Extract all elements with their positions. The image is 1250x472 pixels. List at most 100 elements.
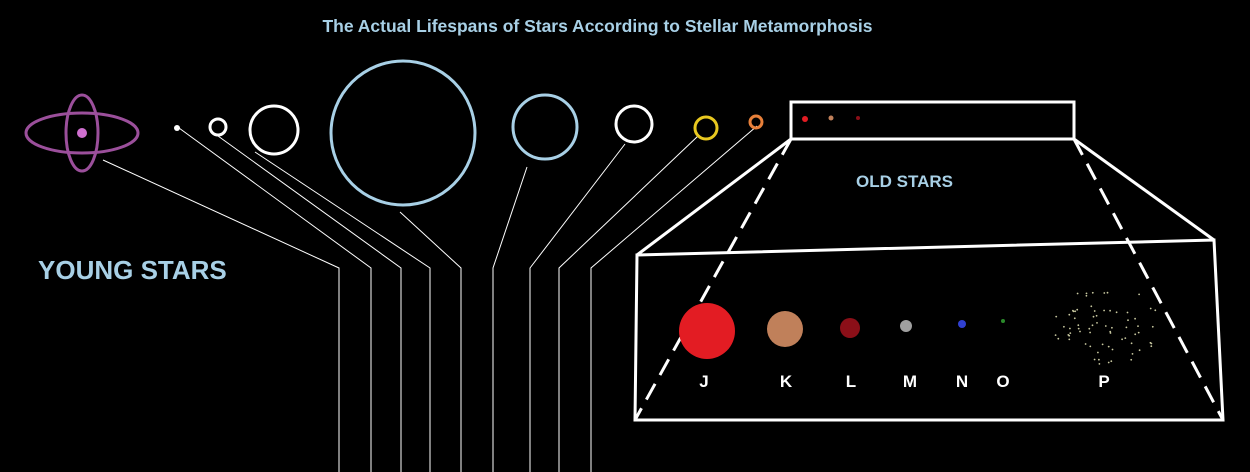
dust-particle — [1131, 342, 1133, 344]
connector-line — [559, 136, 698, 472]
dust-particle — [1093, 316, 1095, 318]
dust-particle — [1103, 310, 1105, 312]
connector-line — [530, 144, 625, 472]
class-label-N: N — [947, 372, 977, 392]
connector-line — [255, 152, 430, 472]
dust-particle — [1096, 315, 1098, 317]
dust-particle — [1063, 326, 1065, 328]
dust-particle — [1076, 309, 1078, 311]
dust-particle — [1127, 319, 1129, 321]
zoom-edge-left-top — [637, 139, 791, 255]
dust-particle — [1089, 346, 1091, 348]
mini-star-red — [802, 116, 808, 122]
dust-particle — [1085, 343, 1087, 345]
young-stars-label: YOUNG STARS — [38, 255, 227, 286]
class-label-J: J — [689, 372, 719, 392]
dust-particle — [1090, 305, 1092, 307]
dust-particle — [1132, 353, 1134, 355]
diagram-title: The Actual Lifespans of Stars According … — [0, 16, 1195, 37]
zoom-box-top-face — [791, 102, 1074, 139]
dust-particle — [1105, 325, 1107, 327]
star-class-M — [900, 320, 912, 332]
connector-line — [218, 136, 401, 472]
dust-particle — [1055, 334, 1057, 336]
dust-particle — [1077, 324, 1079, 326]
dust-particle — [1094, 359, 1096, 361]
dust-particle — [1150, 308, 1152, 310]
star-blue-medium — [513, 95, 577, 159]
dust-particle — [1154, 309, 1156, 311]
dust-particle — [1111, 327, 1113, 329]
old-stars-miniature — [802, 116, 860, 123]
star-class-L — [840, 318, 860, 338]
class-label-L: L — [836, 372, 866, 392]
class-label-M: M — [895, 372, 925, 392]
dust-particle — [1097, 352, 1099, 354]
dust-particle — [1127, 312, 1129, 314]
dust-particle — [1108, 362, 1110, 364]
protostar-core — [77, 128, 87, 138]
class-label-O: O — [988, 372, 1018, 392]
star-yellow — [695, 117, 717, 139]
dust-particle — [1109, 331, 1111, 333]
connector-line — [179, 128, 371, 472]
star-class-N — [958, 320, 966, 328]
star-blue-giant — [331, 61, 475, 205]
dust-particle — [1138, 332, 1140, 334]
dust-particle — [1086, 293, 1088, 295]
dust-particle — [1055, 316, 1057, 318]
dust-particle — [1102, 344, 1104, 346]
dust-particle — [1110, 360, 1112, 362]
dust-particle — [1092, 324, 1094, 326]
dust-particle — [1098, 359, 1100, 361]
dust-particle — [1134, 318, 1136, 320]
young-star-sequence — [174, 61, 762, 205]
class-label-K: K — [771, 372, 801, 392]
star-class-K — [767, 311, 803, 347]
dust-particle — [1150, 345, 1152, 347]
dust-particle — [1134, 333, 1136, 335]
dust-particle — [1077, 293, 1079, 295]
dust-particle — [1094, 310, 1096, 312]
connector-line — [493, 167, 527, 472]
star-class-P-dust-cloud — [1055, 292, 1157, 365]
star-small-white — [210, 119, 226, 135]
dust-particle — [1057, 338, 1059, 340]
dust-particle — [1151, 343, 1153, 345]
dust-particle — [1089, 332, 1091, 334]
star-medium-white — [250, 106, 298, 154]
zoom-edge-right-top — [1074, 139, 1214, 240]
dust-particle — [1074, 317, 1076, 319]
mini-star-brown — [829, 116, 834, 121]
dust-particle — [1072, 310, 1074, 312]
class-label-P: P — [1089, 372, 1119, 392]
dust-particle — [1124, 337, 1126, 339]
dust-particle — [1152, 326, 1154, 328]
dust-particle — [1116, 311, 1118, 313]
dust-particle — [1074, 310, 1076, 312]
dust-particle — [1079, 331, 1081, 333]
dust-particle — [1069, 332, 1071, 334]
dust-particle — [1112, 349, 1114, 351]
dust-particle — [1107, 292, 1109, 294]
dust-particle — [1096, 322, 1098, 324]
dust-particle — [1069, 328, 1071, 330]
dust-particle — [1092, 292, 1094, 294]
star-class-J — [679, 303, 735, 359]
dust-particle — [1139, 349, 1141, 351]
star-class-O — [1001, 319, 1005, 323]
old-star-classes — [679, 303, 1005, 359]
mini-star-darkred — [856, 116, 860, 120]
protostar-icon — [26, 95, 138, 171]
dust-particle — [1108, 346, 1110, 348]
dust-particle — [1078, 328, 1080, 330]
old-stars-zoom-box — [635, 102, 1223, 420]
dust-particle — [1137, 325, 1139, 327]
dust-particle — [1088, 328, 1090, 330]
dust-particle — [1121, 338, 1123, 340]
star-white-medium — [616, 106, 652, 142]
dust-particle — [1068, 339, 1070, 341]
dust-particle — [1103, 292, 1105, 294]
